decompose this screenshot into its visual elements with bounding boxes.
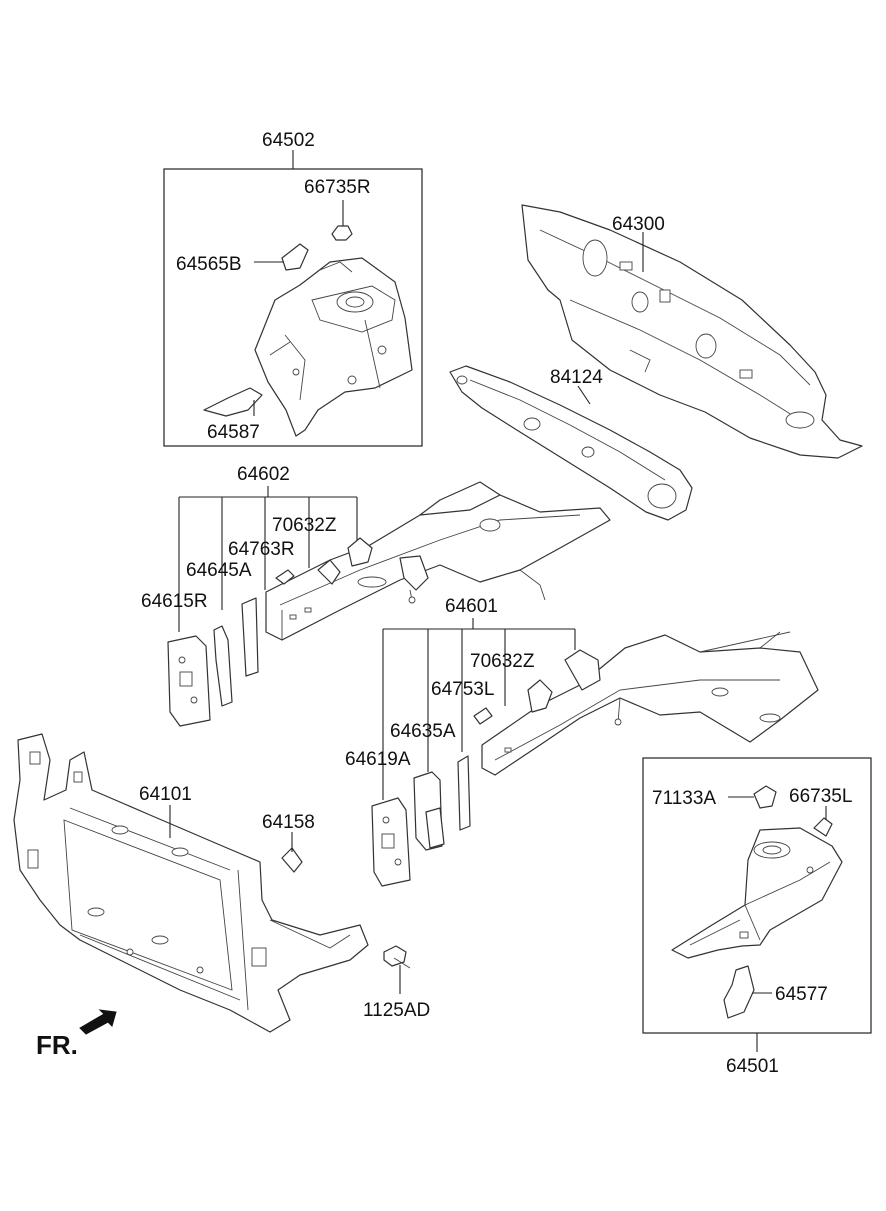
part-front-side-member-lh	[481, 631, 819, 776]
part-front-wheelhouse-rh	[254, 257, 413, 437]
label-64587: 64587	[207, 422, 260, 443]
label-64635A: 64635A	[390, 721, 456, 742]
part-bracket-64565b	[281, 243, 309, 271]
part-dash-panel-64300	[521, 204, 863, 459]
part-clip-70632z-a	[275, 569, 295, 585]
part-clip-70632z-b	[473, 707, 493, 725]
label-64601: 64601	[445, 596, 498, 617]
part-reinforcement-64587	[203, 387, 263, 417]
part-plate-64615r	[167, 635, 211, 727]
leader-84124	[577, 385, 591, 405]
label-70632Z-a: 70632Z	[272, 515, 337, 536]
label-1125AD: 1125AD	[363, 1000, 430, 1021]
label-fr: FR.	[36, 1030, 78, 1060]
part-radiator-support-64101	[13, 733, 369, 1033]
front-arrow-icon	[79, 1009, 117, 1035]
part-bracket-64158	[281, 847, 303, 873]
label-64300: 64300	[612, 214, 665, 235]
part-bracket-64635a	[413, 771, 445, 851]
label-71133A: 71133A	[652, 788, 716, 809]
part-front-side-member-rh	[265, 481, 611, 641]
part-bracket-64763r	[241, 597, 259, 677]
part-plate-64619a	[371, 797, 411, 887]
label-64502: 64502	[262, 130, 315, 151]
label-64577: 64577	[775, 984, 828, 1005]
label-64763R: 64763R	[228, 539, 295, 560]
part-cowl-crossmember-84124	[449, 365, 693, 521]
label-66735R: 66735R	[304, 177, 371, 198]
label-64501: 64501	[726, 1056, 779, 1077]
label-84124: 84124	[550, 367, 603, 388]
label-64753L: 64753L	[431, 679, 494, 700]
label-70632Z-b: 70632Z	[470, 651, 535, 672]
part-bracket-66735l	[813, 817, 833, 837]
part-reinforcement-64577	[723, 965, 755, 1019]
label-64158: 64158	[262, 812, 315, 833]
label-64645A: 64645A	[186, 560, 252, 581]
label-66735L: 66735L	[789, 786, 852, 807]
label-64619A: 64619A	[345, 749, 411, 770]
part-bracket-64753l	[457, 755, 471, 831]
part-bracket-71133a	[753, 785, 777, 809]
part-front-wheelhouse-lh	[671, 827, 843, 959]
label-64615R: 64615R	[141, 591, 208, 612]
label-64101: 64101	[139, 784, 192, 805]
label-64565B: 64565B	[176, 254, 242, 275]
label-64602: 64602	[237, 464, 290, 485]
part-bolt-1125ad	[383, 945, 411, 969]
part-bracket-64645a	[213, 625, 233, 707]
part-bracket-66735r	[331, 225, 353, 241]
